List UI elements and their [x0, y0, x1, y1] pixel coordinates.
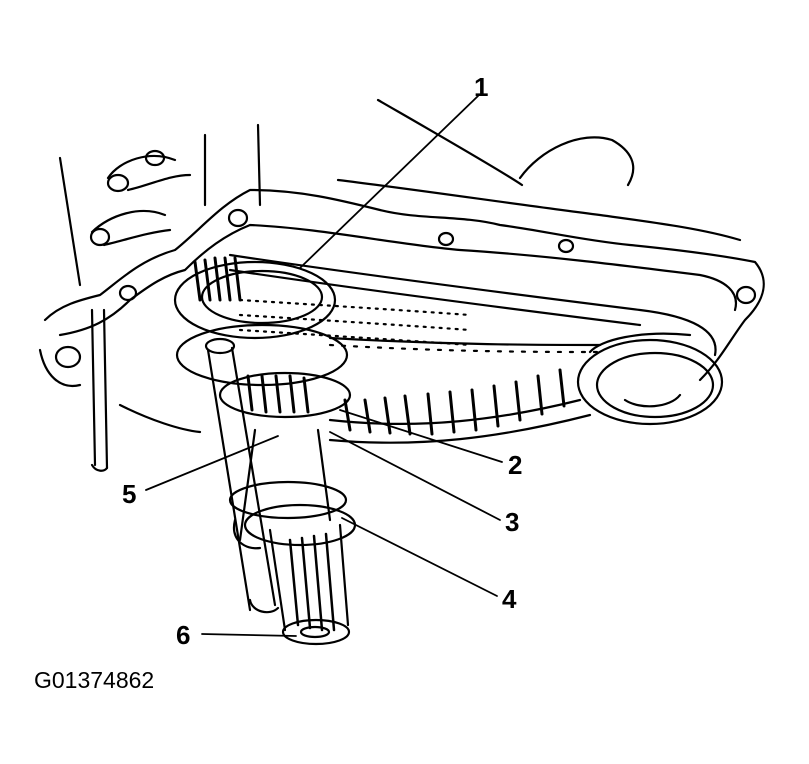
case-flange: [38, 188, 765, 472]
figure-id-code: G01374862: [34, 667, 155, 693]
leader-line-6: [201, 633, 297, 637]
drive-chain: [228, 253, 717, 444]
leader-line-3: [329, 431, 501, 521]
callout-2: 2: [508, 450, 523, 480]
callout-3: 3: [505, 507, 520, 537]
callout-4: 4: [502, 584, 517, 614]
callout-leader-lines: [145, 95, 503, 637]
leader-line-5: [145, 435, 279, 491]
callout-6: 6: [176, 620, 191, 650]
driven-sprocket: [576, 332, 724, 426]
housing-bolts: [89, 149, 192, 247]
callout-1: 1: [474, 72, 489, 102]
callout-5: 5: [122, 479, 137, 509]
background-housing-lines: [58, 98, 742, 287]
leader-line-2: [339, 409, 503, 463]
leader-line-4: [341, 517, 498, 597]
leader-line-1: [299, 95, 479, 269]
